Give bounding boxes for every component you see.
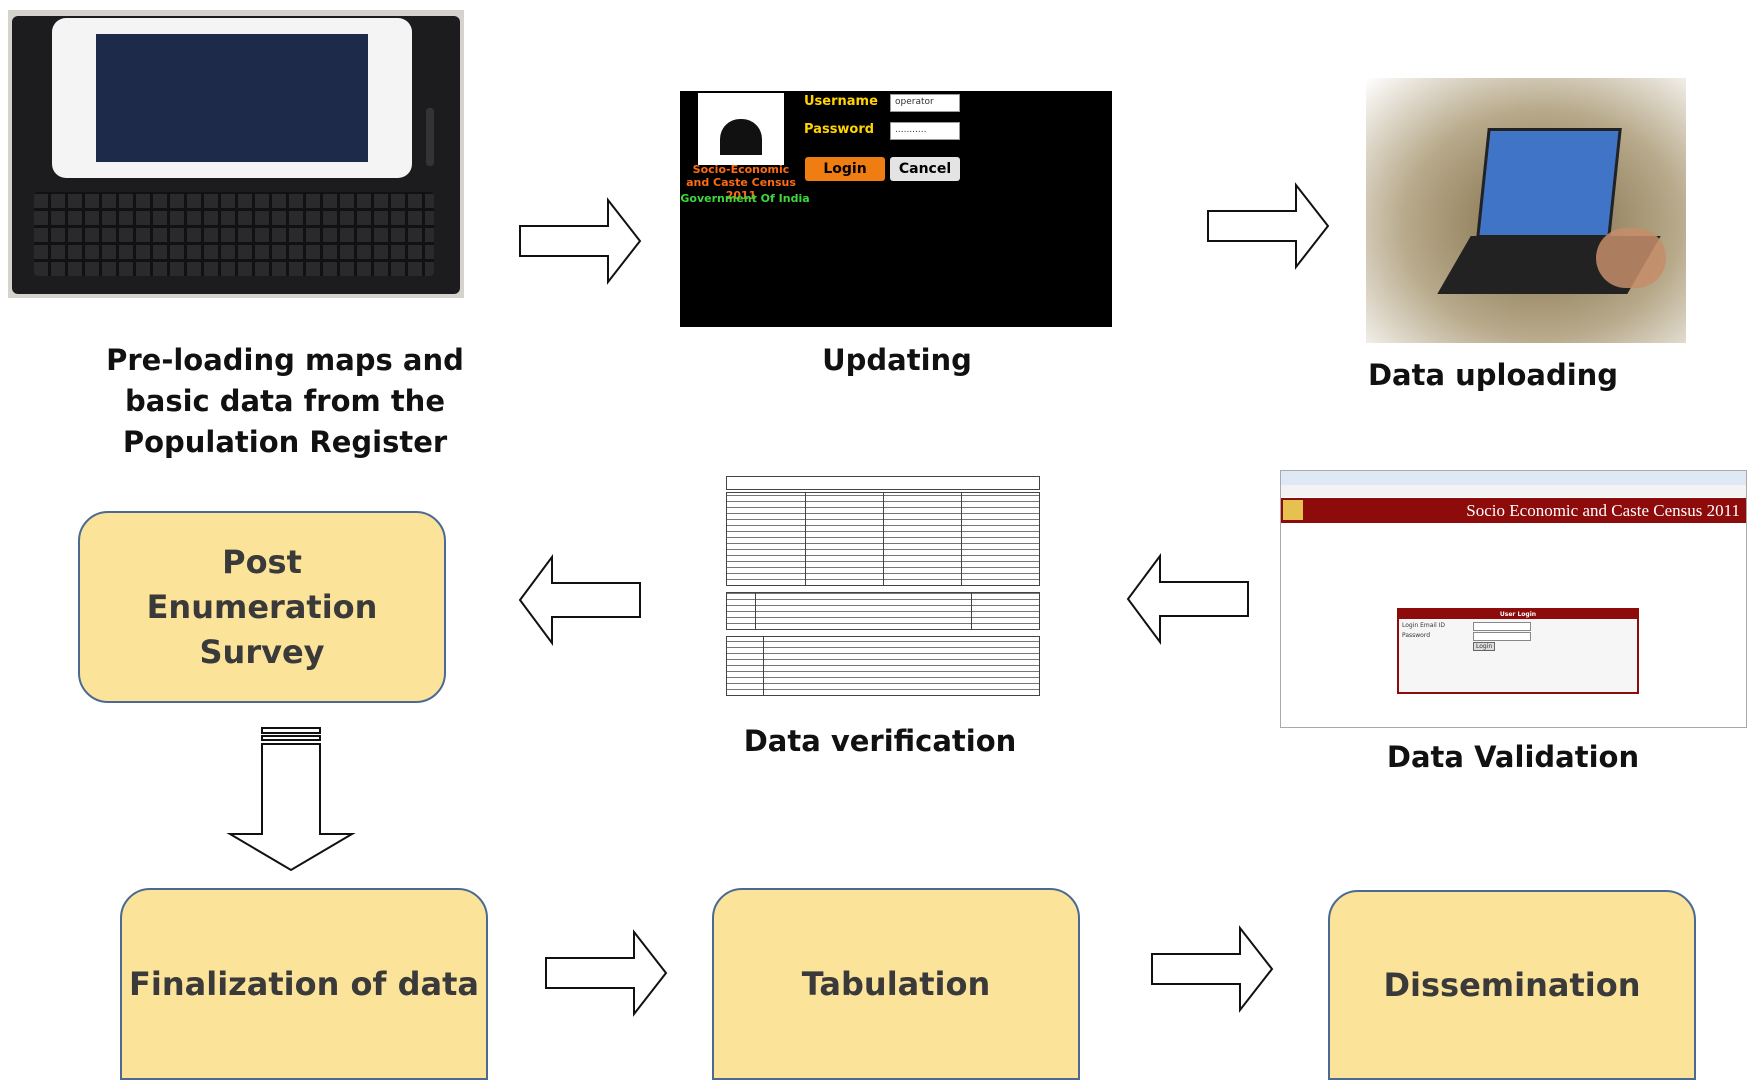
tabulation-box: Tabulation: [712, 888, 1080, 1080]
caption-verification: Data verification: [743, 724, 1017, 758]
org-sub: Government Of India: [680, 192, 810, 205]
report-table-3: [726, 636, 1040, 696]
validation-webpage: Socio Economic and Caste Census 2011 Use…: [1280, 470, 1747, 728]
caption-uploading: Data uploading: [1367, 358, 1619, 392]
tablet-display: [96, 34, 368, 162]
report-table-1: [726, 492, 1040, 586]
arrow-down: [226, 727, 356, 872]
user-login-title: User Login: [1399, 610, 1637, 619]
web-login-button[interactable]: Login: [1473, 642, 1496, 651]
user-login-box: User Login Login Email ID Password Login: [1397, 608, 1639, 694]
report-header: [726, 476, 1040, 490]
finalization-box: Finalization of data: [120, 888, 488, 1080]
verification-report: [724, 468, 1040, 696]
browser-toolbar: [1281, 471, 1746, 485]
arrow-left-2: [1126, 552, 1249, 646]
arrow-right-1: [519, 197, 642, 285]
finalization-label: Finalization of data: [129, 964, 479, 1003]
org-name: Socio-Economic and Caste Census 2011: [686, 163, 796, 202]
login-screenshot: Socio-Economic and Caste Census 2011 Gov…: [680, 91, 1112, 327]
report-table-2: [726, 592, 1040, 630]
post-enumeration-box: Post Enumeration Survey: [78, 511, 446, 703]
arrow-right-2: [1207, 182, 1330, 270]
password-label: Password: [1402, 632, 1431, 639]
web-password-field[interactable]: [1473, 632, 1531, 641]
dissemination-label: Dissemination: [1383, 965, 1641, 1004]
laptop-screen: [1476, 128, 1622, 238]
username-field[interactable]: operator: [890, 94, 960, 112]
arrow-left-1: [518, 553, 641, 647]
dissemination-box: Dissemination: [1328, 890, 1696, 1080]
password-field[interactable]: ...........: [890, 122, 960, 140]
caption-validation: Data Validation: [1386, 740, 1640, 774]
arrow-right-3: [545, 929, 668, 1017]
tablet-cable: [426, 108, 434, 166]
tabulation-label: Tabulation: [801, 964, 991, 1003]
census-emblem-icon: [698, 93, 784, 165]
post-enumeration-label: Post Enumeration Survey: [146, 542, 378, 671]
caption-preloading: Pre-loading maps and basic data from the…: [106, 343, 464, 459]
cancel-button[interactable]: Cancel: [890, 157, 960, 181]
tablet-screen-frame: [52, 18, 412, 178]
email-field[interactable]: [1473, 622, 1531, 631]
laptop-photo: [1366, 78, 1686, 343]
username-label: Username: [804, 94, 878, 109]
tablet-photo: [8, 10, 464, 298]
tablet-keyboard: [34, 192, 434, 276]
hand: [1596, 228, 1666, 288]
login-button[interactable]: Login: [805, 157, 885, 181]
password-label: Password: [804, 122, 875, 137]
browser-menu: [1281, 485, 1746, 497]
email-label: Login Email ID: [1402, 622, 1446, 629]
arrow-right-4: [1151, 925, 1274, 1013]
caption-updating: Updating: [822, 343, 972, 377]
site-logo-icon: [1283, 500, 1303, 520]
site-banner: Socio Economic and Caste Census 2011: [1281, 498, 1746, 523]
